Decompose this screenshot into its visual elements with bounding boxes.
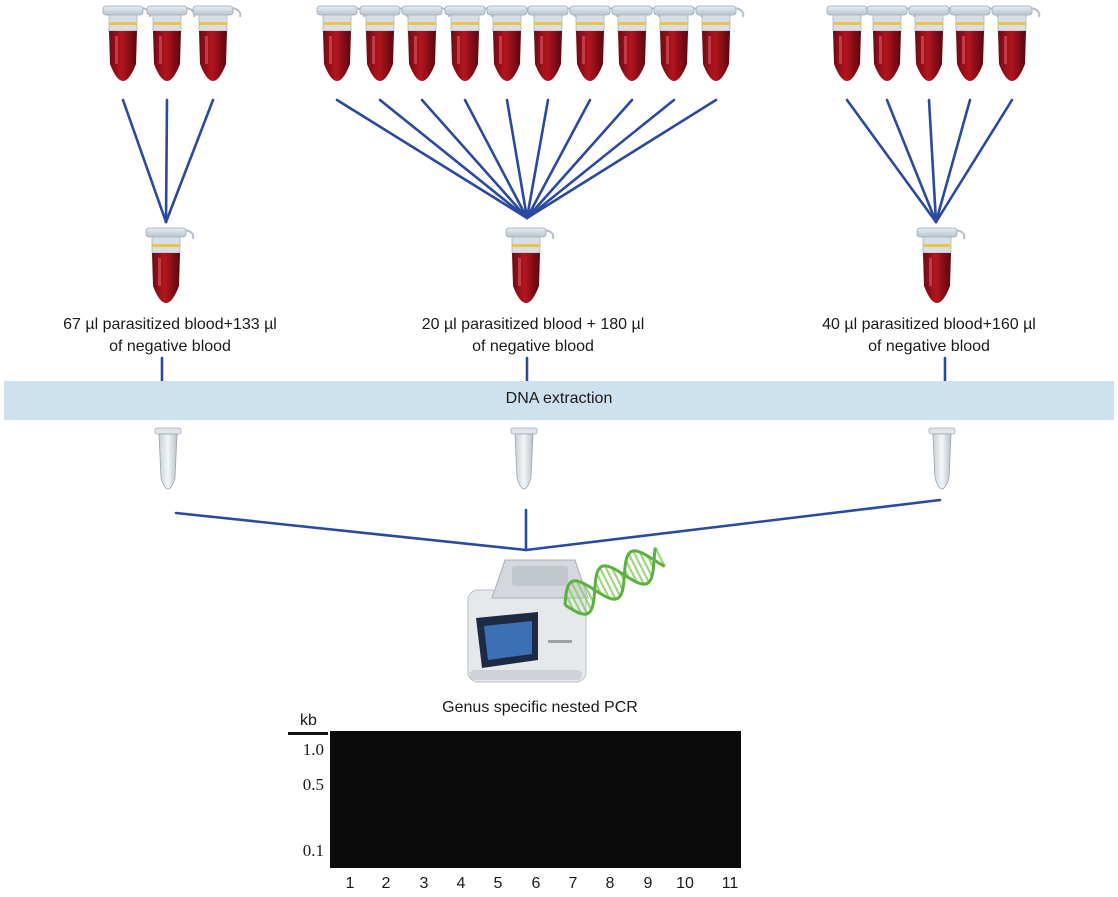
source-blood-tube-icon xyxy=(444,5,494,81)
source-blood-tube-icon xyxy=(866,5,916,81)
dna-tube-icon xyxy=(510,427,538,490)
group-1-caption-line2: of negative blood xyxy=(109,338,231,355)
source-blood-tube-icon xyxy=(569,5,619,81)
source-blood-tube-icon xyxy=(826,5,876,81)
source-blood-tube-icon xyxy=(401,5,451,81)
gel-lane-number: 5 xyxy=(493,875,503,892)
pooled-blood-tube-icon xyxy=(916,227,966,303)
source-blood-tube-icon xyxy=(653,5,703,81)
dna-extraction-label: DNA extraction xyxy=(505,390,613,407)
group-2-caption-line2: of negative blood xyxy=(472,338,594,355)
group-1-caption: 67 µl parasitized blood+133 µl of negati… xyxy=(60,314,280,358)
thermal-cycler-icon xyxy=(467,559,589,683)
source-blood-tube-icon xyxy=(611,5,661,81)
source-blood-tube-icon xyxy=(908,5,958,81)
gel-lane-number: 11 xyxy=(721,875,739,892)
source-blood-tube-icon xyxy=(102,5,152,81)
source-blood-tube-icon xyxy=(486,5,536,81)
gel-lane-number: 10 xyxy=(676,875,694,892)
source-blood-tube-icon xyxy=(146,5,196,81)
dna-extraction-band: DNA extraction xyxy=(4,381,1114,420)
dna-tube-icon xyxy=(154,427,182,490)
gel-tick-1-0: 1.0 xyxy=(302,740,324,759)
group-3-caption-line2: of negative blood xyxy=(868,338,990,355)
connector-lines xyxy=(121,98,1014,552)
source-blood-tube-icon xyxy=(991,5,1041,81)
source-blood-tube-icon xyxy=(527,5,577,81)
gel-lane-number: 8 xyxy=(605,875,615,892)
group-3-caption: 40 µl parasitized blood+160 µl of negati… xyxy=(818,314,1040,358)
gel-lane-number: 9 xyxy=(643,875,653,892)
pooled-blood-tube-icon xyxy=(505,227,555,303)
gel-title: Genus specific nested PCR xyxy=(442,699,638,716)
group-3-caption-line1: 40 µl parasitized blood+160 µl xyxy=(822,316,1036,333)
gel-image xyxy=(330,731,741,868)
group-2-caption: 20 µl parasitized blood + 180 µl of nega… xyxy=(418,314,648,358)
dna-helix-icon xyxy=(563,547,666,616)
gel-unit-label: kb xyxy=(300,712,317,729)
source-blood-tube-icon xyxy=(949,5,999,81)
group-2-caption-line1: 20 µl parasitized blood + 180 µl xyxy=(421,316,645,333)
source-blood-tube-icon xyxy=(316,5,366,81)
gel-lane-number: 2 xyxy=(381,875,391,892)
gel-lane-number: 6 xyxy=(531,875,541,892)
gel-tick-0-1: 0.1 xyxy=(302,841,324,860)
source-blood-tube-icon xyxy=(695,5,745,81)
gel-lane-number: 4 xyxy=(456,875,466,892)
gel-lane-number: 7 xyxy=(568,875,578,892)
pooled-blood-tube-icon xyxy=(145,227,195,303)
gel-lane-number: 1 xyxy=(345,875,355,892)
group-1-caption-line1: 67 µl parasitized blood+133 µl xyxy=(63,316,277,333)
gel-unit-underline xyxy=(288,732,328,735)
source-blood-tube-icon xyxy=(359,5,409,81)
gel-tick-0-5: 0.5 xyxy=(302,775,324,794)
gel-lane-number: 3 xyxy=(419,875,429,892)
tubes-layer xyxy=(102,5,1041,490)
dna-tube-icon xyxy=(928,427,956,490)
source-blood-tube-icon xyxy=(192,5,242,81)
